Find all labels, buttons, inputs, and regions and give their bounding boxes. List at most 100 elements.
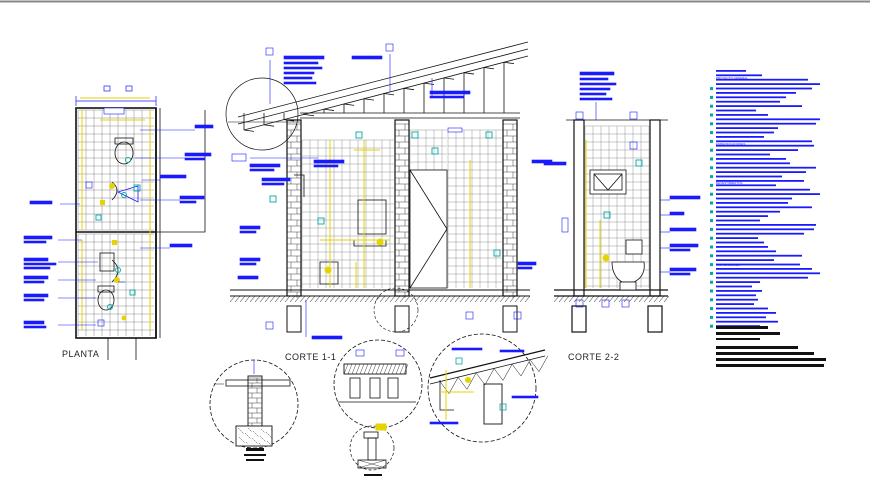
plan-yellow-marks — [100, 183, 127, 321]
notes-bullet — [710, 166, 713, 170]
notes-line — [716, 158, 786, 160]
notes-line — [716, 166, 816, 169]
notes-line — [716, 254, 802, 257]
notes-bullet — [710, 289, 713, 293]
notes-line — [716, 193, 820, 195]
notes-line — [716, 228, 814, 231]
detail-foundation — [209, 359, 299, 461]
notes-line — [716, 92, 796, 94]
plan-adjacent-wall — [150, 110, 206, 233]
notes-line — [716, 122, 816, 125]
section-columns — [286, 119, 518, 298]
notes-bullet — [710, 148, 713, 152]
notes-bullet — [710, 245, 713, 249]
notes-line — [716, 136, 764, 138]
notes-bullet — [710, 254, 713, 258]
notes-bullet — [710, 219, 713, 223]
notes-line — [716, 250, 776, 253]
section-2-walls — [553, 119, 670, 333]
notes-line — [716, 281, 760, 283]
notes-line — [716, 70, 746, 72]
notes-line — [716, 285, 752, 288]
notes-line — [716, 118, 820, 121]
notes-bullet — [710, 104, 713, 108]
notes-bullet — [710, 236, 713, 240]
section-2-yellow-dimensions — [585, 140, 610, 288]
plan-top-dimension — [75, 85, 157, 106]
section-annotations — [231, 43, 553, 340]
section-floor — [229, 289, 531, 333]
detail-small-anchor — [349, 423, 395, 476]
notes-line — [716, 127, 778, 129]
notes-line — [716, 241, 764, 244]
notes-line — [716, 263, 800, 266]
notes-bullet — [710, 227, 713, 231]
notes-line — [716, 144, 814, 147]
notes-line — [716, 202, 788, 204]
notes-heading-3: REVESTIMIENTOS — [716, 181, 742, 185]
notes-heading-4: INSTALACIONES — [716, 263, 740, 267]
notes-line — [716, 87, 812, 90]
notes-bullet — [710, 298, 713, 302]
notes-bullet — [710, 263, 713, 267]
notes-line — [716, 294, 756, 297]
notes-line — [716, 268, 812, 270]
section-2-2 — [543, 71, 701, 333]
section-2-toilet — [611, 239, 645, 291]
notes-bullet — [710, 192, 713, 196]
notes-line — [716, 131, 774, 134]
section-2-window — [589, 169, 627, 195]
notes-black-bars — [716, 326, 826, 367]
notes-line — [716, 232, 804, 235]
notes-bullet — [710, 175, 713, 179]
notes-bullet — [710, 307, 713, 311]
notes-bullet — [710, 271, 713, 275]
notes-line — [716, 105, 802, 107]
notes-line — [716, 96, 786, 99]
title-corte-2: CORTE 2-2 — [568, 352, 620, 362]
notes-line — [716, 74, 762, 77]
notes-line — [716, 153, 770, 156]
notes-bullet — [710, 324, 713, 328]
section-2-cyan — [603, 159, 643, 219]
foundation-detail-callout — [373, 287, 419, 333]
notes-line — [716, 276, 808, 279]
notes-lines — [716, 70, 820, 327]
notes-line — [716, 215, 768, 217]
section-yellow-dimensions — [320, 140, 471, 288]
notes-line — [716, 303, 754, 305]
detail-gutter — [333, 339, 423, 429]
notes-line — [716, 180, 804, 182]
notes-line — [716, 197, 792, 200]
section-door — [409, 169, 448, 289]
plan-yellow-dimensions — [80, 97, 151, 330]
notes-bullet — [710, 157, 713, 161]
notes-line — [716, 224, 816, 226]
plan-cyan-marks — [95, 157, 141, 310]
notes-heading-2: ESPECIFICACIONES — [716, 142, 745, 146]
notes-bullet — [710, 122, 713, 126]
plan-toilet-2 — [97, 289, 115, 311]
title-corte-1: CORTE 1-1 — [285, 352, 337, 362]
notes-line — [716, 184, 776, 187]
notes-line — [716, 298, 758, 301]
notes-line — [716, 259, 774, 261]
notes-line — [716, 210, 780, 213]
notes-line — [716, 175, 782, 178]
notes-line — [716, 100, 780, 103]
notes-bullet — [710, 183, 713, 187]
section-fixtures — [294, 174, 387, 285]
notes-line — [716, 149, 798, 151]
notes-line — [716, 320, 778, 323]
notes-bullet — [710, 201, 713, 205]
notes-line — [716, 83, 820, 85]
notes-line — [716, 272, 820, 275]
notes-bullet — [710, 139, 713, 143]
notes-line — [716, 307, 768, 310]
notes-bullet — [710, 280, 713, 284]
notes-bullet — [710, 95, 713, 99]
plan-fixtures — [97, 137, 139, 311]
plan-door — [107, 338, 137, 360]
notes-line — [716, 246, 768, 248]
